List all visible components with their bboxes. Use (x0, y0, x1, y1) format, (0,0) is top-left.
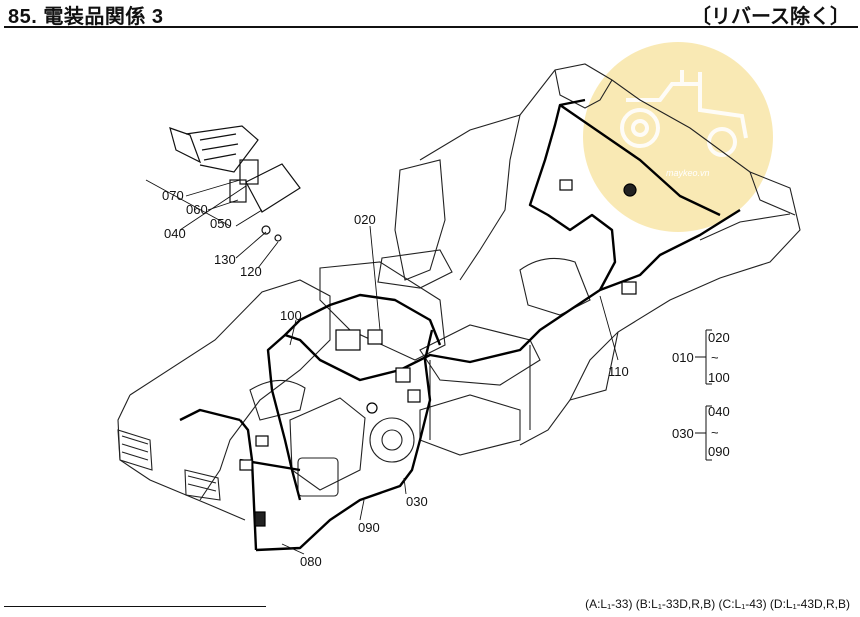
fuse-box-assembly (169, 125, 301, 242)
footer-rule (4, 606, 266, 607)
callout-090: 090 (358, 520, 380, 535)
legend-group2-parent: 030 (672, 426, 694, 441)
callout-labels: 070 060 040 050 130 120 020 100 110 030 … (162, 188, 629, 569)
callout-070: 070 (162, 188, 184, 203)
legend-group1-bracket (695, 329, 712, 385)
legend-group2-from: 040 (708, 404, 730, 419)
callout-100: 100 (280, 308, 302, 323)
assembly-legend: 010 020 ~ 100 030 040 ~ 090 (672, 329, 730, 461)
callout-080: 080 (300, 554, 322, 569)
watermark-text: maykeo.vn (666, 168, 710, 178)
legend-group2-to: 090 (708, 444, 730, 459)
header-rule (4, 26, 858, 28)
callout-030: 030 (406, 494, 428, 509)
legend-group1-tilde: ~ (711, 350, 719, 365)
callout-110: 110 (608, 364, 629, 379)
callout-040: 040 (164, 226, 186, 241)
legend-group1-to: 100 (708, 370, 730, 385)
watermark: maykeo.vn (583, 42, 773, 232)
callout-020: 020 (354, 212, 376, 227)
tractor-logo-icon (620, 70, 748, 157)
model-exclusion-note: 〔リバース除く〕 (691, 6, 850, 28)
callout-120: 120 (240, 264, 262, 279)
legend-group2-tilde: ~ (711, 425, 719, 440)
wiring-harness (179, 98, 741, 552)
callout-050: 050 (210, 216, 232, 231)
model-codes-footer: (A:L₁-33) (B:L₁-33D,R,B) (C:L₁-43) (D:L₁… (585, 597, 850, 611)
legend-group2-bracket (695, 405, 712, 461)
connectors (239, 179, 637, 527)
legend-group1-from: 020 (708, 330, 730, 345)
callout-130: 130 (214, 252, 236, 267)
legend-group1-parent: 010 (672, 350, 694, 365)
leader-lines (145, 179, 619, 555)
callout-060: 060 (186, 202, 208, 217)
page-title: 85. 電装品関係 3 (8, 6, 164, 28)
